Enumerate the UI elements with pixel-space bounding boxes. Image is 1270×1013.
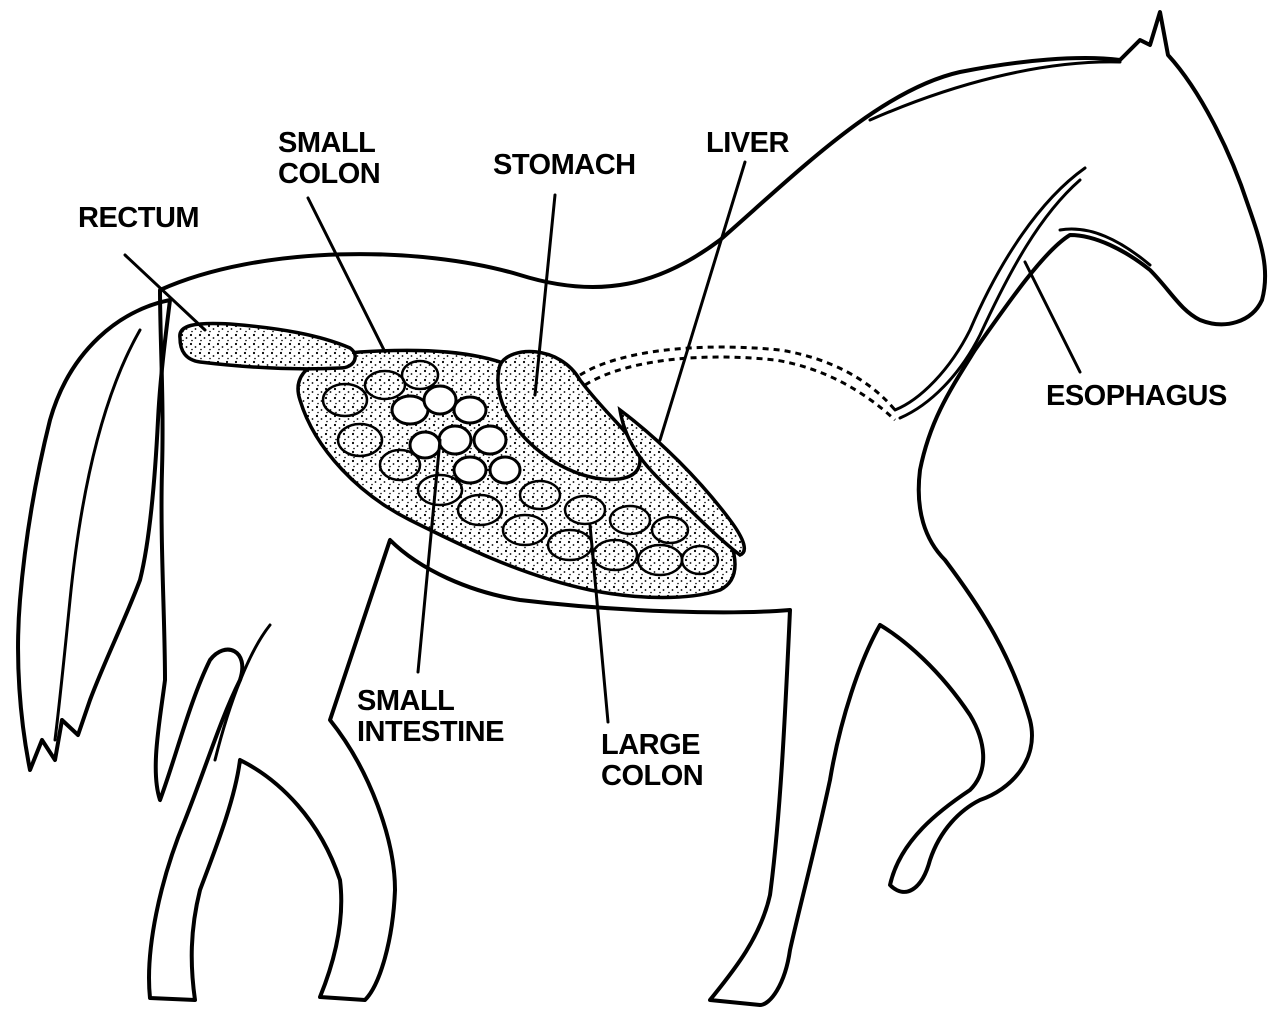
esophagus-leader	[1025, 262, 1080, 372]
small-colon-label-line2: COLON	[278, 159, 380, 190]
small-intestine-label-line1: SMALL	[357, 686, 504, 717]
small-colon-leader	[308, 198, 385, 352]
small-colon-label: SMALL COLON	[278, 128, 380, 190]
horse-tail	[18, 300, 170, 770]
large-colon-label-line1: LARGE	[601, 730, 703, 761]
rectum-label: RECTUM	[78, 203, 199, 234]
large-colon-label: LARGE COLON	[601, 730, 703, 792]
stomach-label: STOMACH	[493, 150, 636, 181]
hind-leg-contour	[215, 625, 270, 760]
small-intestine-label-line2: INTESTINE	[357, 717, 504, 748]
small-colon-label-line1: SMALL	[278, 128, 380, 159]
small-intestine-label: SMALL INTESTINE	[357, 686, 504, 748]
rectum-leader	[125, 255, 205, 330]
liver-leader	[660, 162, 745, 440]
large-colon-label-line2: COLON	[601, 761, 703, 792]
esophagus-dashed-bottom	[585, 357, 895, 420]
esophagus-label: ESOPHAGUS	[1046, 381, 1227, 412]
liver-label: LIVER	[706, 128, 789, 159]
